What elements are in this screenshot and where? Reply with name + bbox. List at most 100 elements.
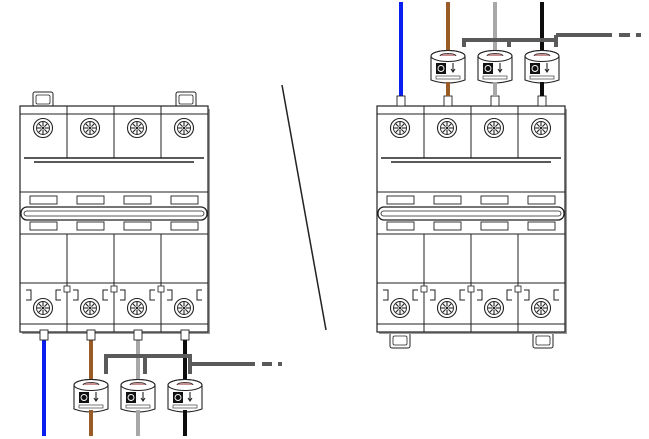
terminal-bracket <box>412 289 418 301</box>
toggle-handle-inner <box>380 210 562 217</box>
right-breaker-assembly <box>376 2 641 349</box>
terminal-screw-icon <box>126 117 148 139</box>
terminal-bracket <box>506 289 512 301</box>
label-window <box>170 221 199 231</box>
terminal-screw-icon <box>483 297 505 319</box>
current-sensor-icon <box>173 392 183 403</box>
wire-lug <box>86 329 96 341</box>
terminal-screw-icon <box>173 297 195 319</box>
terminal-bracket <box>120 289 126 301</box>
sensor-text-strip <box>172 404 198 409</box>
divider-notch <box>420 285 428 293</box>
arrow-down-icon <box>187 392 193 402</box>
current-sensor-icon <box>483 63 493 74</box>
terminal-bracket <box>524 289 530 301</box>
wire-lug <box>490 95 500 107</box>
terminal-screw-icon <box>126 297 148 319</box>
divider-notch <box>514 285 522 293</box>
arrow-down-icon <box>140 392 146 402</box>
circuit-breaker <box>376 105 567 349</box>
toggle-handle-inner <box>23 210 205 217</box>
label-window <box>76 195 105 205</box>
wire-lug <box>39 329 49 341</box>
terminal-screw-icon <box>389 117 411 139</box>
label-window <box>433 221 462 231</box>
current-sensor-1 <box>430 50 466 84</box>
terminal-bracket <box>167 289 173 301</box>
terminal-screw-icon <box>436 117 458 139</box>
label-window <box>29 195 58 205</box>
terminal-screw-icon <box>530 117 552 139</box>
wire-lug <box>180 329 190 341</box>
wire-lug <box>396 95 406 107</box>
sensor-cable <box>462 33 641 47</box>
arrow-down-icon <box>450 63 456 73</box>
sensor-text-strip <box>529 75 555 80</box>
din-clip <box>532 332 554 349</box>
circuit-breaker <box>19 91 210 334</box>
terminal-bracket <box>477 289 483 301</box>
label-window <box>386 221 415 231</box>
wire-lug <box>537 95 547 107</box>
terminal-bracket <box>149 289 155 301</box>
divider-notch <box>110 285 118 293</box>
label-window <box>527 221 556 231</box>
current-sensor-2 <box>477 50 513 84</box>
sensor-text-strip <box>435 75 461 80</box>
terminal-bracket <box>196 289 202 301</box>
label-window <box>480 221 509 231</box>
label-window <box>123 221 152 231</box>
current-sensor-icon <box>126 392 136 403</box>
terminal-screw-icon <box>483 117 505 139</box>
divider-notch <box>157 285 165 293</box>
current-sensor-icon <box>436 63 446 74</box>
terminal-bracket <box>430 289 436 301</box>
terminal-bracket <box>383 289 389 301</box>
divider-slash <box>281 84 327 331</box>
current-sensor-3 <box>524 50 560 84</box>
wire-lug <box>443 95 453 107</box>
terminal-screw-icon <box>79 297 101 319</box>
sensor-text-strip <box>482 75 508 80</box>
label-window <box>76 221 105 231</box>
terminal-screw-icon <box>389 297 411 319</box>
terminal-bracket <box>459 289 465 301</box>
label-window <box>29 221 58 231</box>
sensor-text-strip <box>125 404 151 409</box>
divider-notch <box>63 285 71 293</box>
terminal-screw-icon <box>436 297 458 319</box>
arrow-down-icon <box>544 63 550 73</box>
sensor-text-strip <box>78 404 104 409</box>
din-clip <box>389 332 411 349</box>
label-window <box>386 195 415 205</box>
terminal-bracket <box>102 289 108 301</box>
arrow-down-icon <box>93 392 99 402</box>
terminal-screw-icon <box>79 117 101 139</box>
label-window <box>480 195 509 205</box>
terminal-bracket <box>55 289 61 301</box>
din-clip <box>32 91 54 108</box>
current-sensor-3 <box>167 379 203 413</box>
current-sensor-icon <box>530 63 540 74</box>
divider-notch <box>467 285 475 293</box>
terminal-bracket <box>73 289 79 301</box>
terminal-screw-icon <box>530 297 552 319</box>
terminal-bracket <box>553 289 559 301</box>
current-sensor-icon <box>79 392 89 403</box>
label-window <box>433 195 462 205</box>
sensor-cable <box>104 354 282 374</box>
wire-lug <box>133 329 143 341</box>
label-window <box>170 195 199 205</box>
din-clip <box>175 91 197 108</box>
terminal-screw-icon <box>32 297 54 319</box>
current-sensor-1 <box>73 379 109 413</box>
label-window <box>527 195 556 205</box>
arrow-down-icon <box>497 63 503 73</box>
left-breaker-assembly <box>19 91 282 436</box>
current-sensor-2 <box>120 379 156 413</box>
terminal-screw-icon <box>32 117 54 139</box>
terminal-screw-icon <box>173 117 195 139</box>
terminal-bracket <box>26 289 32 301</box>
